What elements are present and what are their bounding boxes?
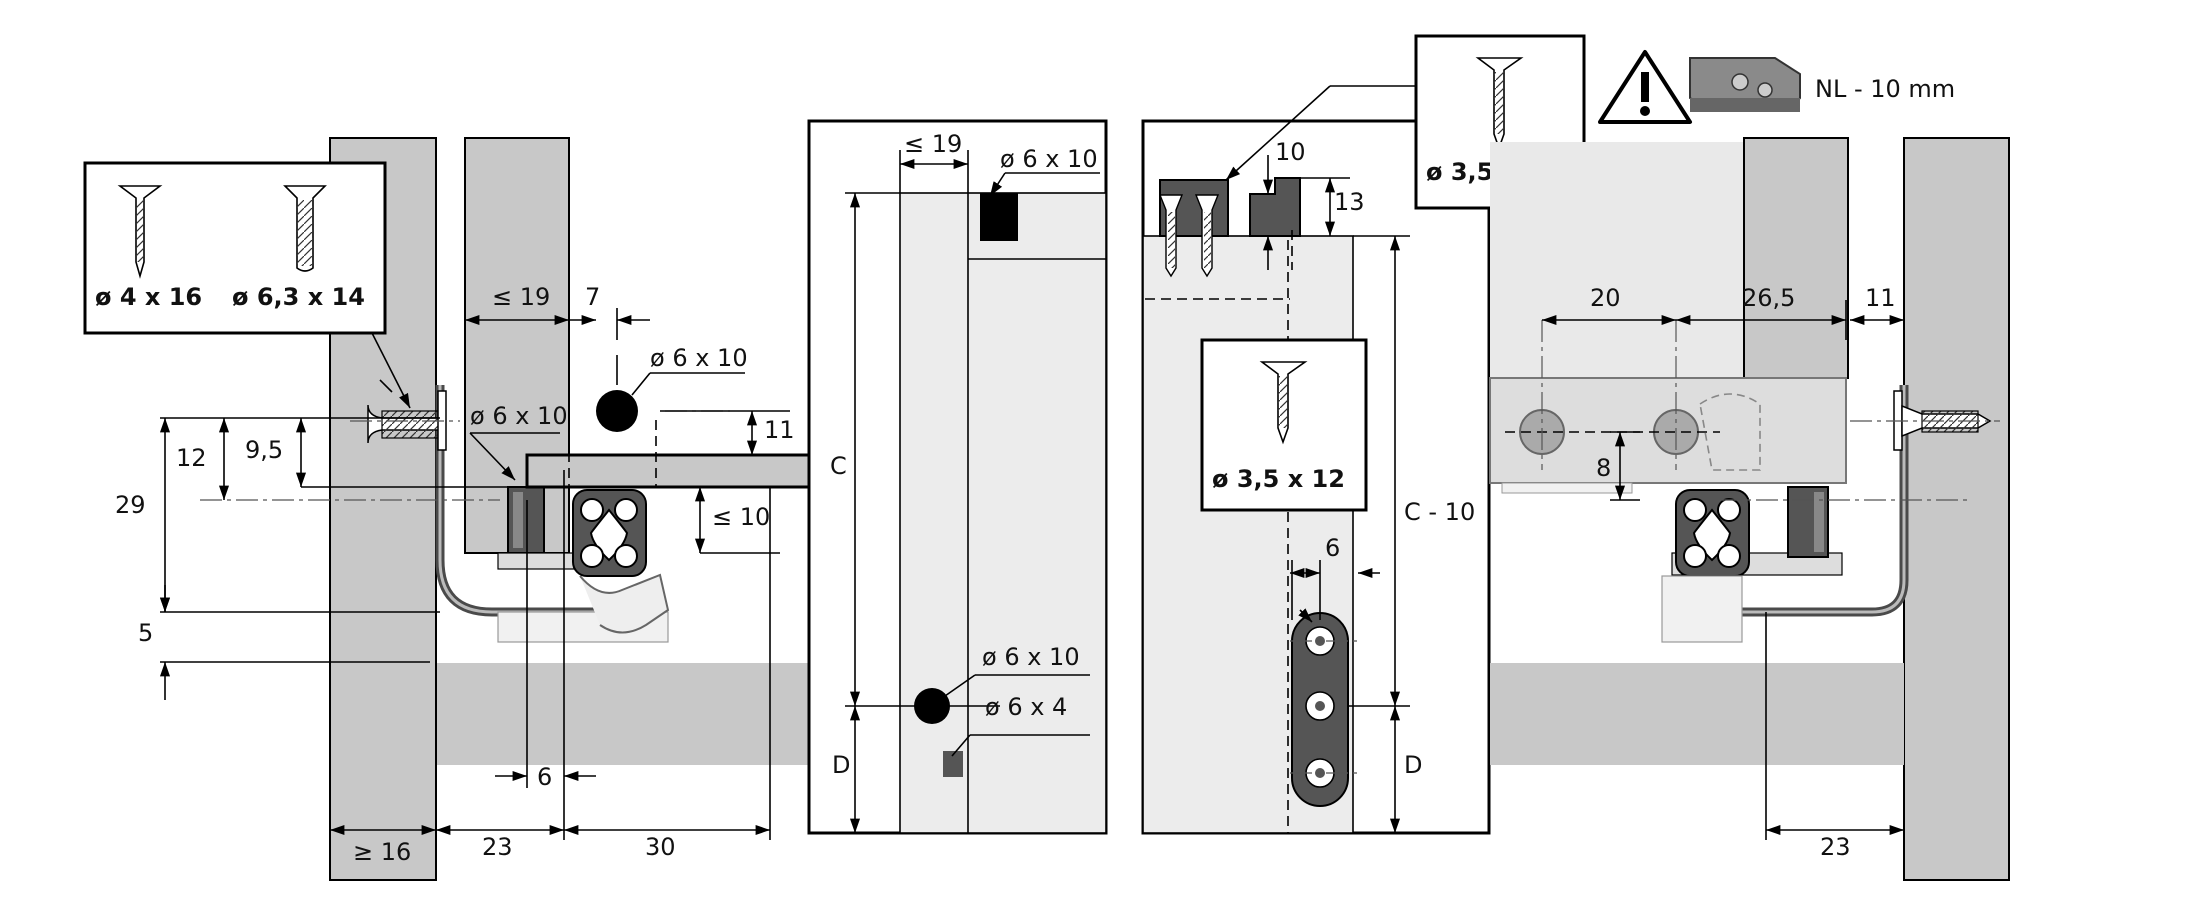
warning-group: NL - 10 mm [1598,50,1955,124]
countersunk-screw-20-icon [1475,57,1524,151]
fixing-bracket-icon [1158,177,1301,278]
wood-screw-left-icon [367,390,447,451]
warning-label: NL - 10 mm [1815,75,1955,103]
hole-label-lower-front: ø 6 x 10 [982,643,1080,671]
drill-hole-6x10-left [596,390,638,432]
drawer-bottom-right [1490,663,1904,765]
dim-8: 8 [1596,454,1611,482]
dim-7: 7 [585,283,600,311]
countersunk-screw-12-icon [1259,361,1308,445]
screw-spec-4x16: ø 4 x 16 [95,283,202,311]
drawer-bottom-left [437,663,809,765]
dim-C-front: C [830,452,847,480]
dim-5: 5 [138,619,153,647]
drawer-side-panel-right [1743,137,1849,379]
euro-screw-icon [283,185,327,272]
dim-6-left: 6 [537,763,552,791]
dim-9-5: 9,5 [245,436,283,464]
dim-max19-front: ≤ 19 [904,130,962,158]
hole-label-top-front: ø 6 x 10 [1000,145,1098,173]
left-dimensions: ≤ 19 7 ø 6 x 10 ø 6 x 10 11 ≤ 10 12 9,5 … [115,283,795,866]
drawer-front-board-left [525,453,811,489]
countersunk-screw-icon [117,185,163,279]
dim-D-side: D [1404,751,1422,779]
front-panel-inner [899,192,1107,834]
right-section-view [1489,137,2010,881]
screw-callout-box-1: ø 4 x 16 ø 6,3 x 14 [83,161,411,409]
left-section-view [200,137,811,881]
dim-min16: ≥ 16 [353,838,411,866]
hole-label-lower-left: ø 6 x 10 [470,402,568,430]
right-dimensions: 20 26,5 11 8 23 [1542,284,1904,861]
dim-20: 20 [1590,284,1621,312]
dim-12: 12 [176,444,207,472]
dim-11-left: 11 [764,416,795,444]
dim-6-side: 6 [1325,534,1340,562]
dim-max19-left: ≤ 19 [492,283,550,311]
cabinet-side-panel-right [1903,137,2010,881]
dim-D-front: D [832,751,850,779]
dim-23-left: 23 [482,833,513,861]
dim-C-minus-10: C - 10 [1404,498,1475,526]
dim-max10: ≤ 10 [712,503,770,531]
side-panel-inner [1142,235,1354,834]
fixing-plate-icon [1291,612,1349,807]
runner-roller-right-icon [1675,489,1750,577]
dim-10-side: 10 [1275,138,1306,166]
screw-callout-box-4: ø 3,5 x 12 [1200,338,1368,512]
screw-spec-3-5x12: ø 3,5 x 12 [1212,465,1345,493]
locking-clip-icon [1689,57,1801,112]
dim-26-5: 26,5 [1742,284,1795,312]
dim-13: 13 [1334,188,1365,216]
dim-11-right: 11 [1865,284,1896,312]
hole-label-upper-left: ø 6 x 10 [650,344,748,372]
hole-label-small-front: ø 6 x 4 [985,693,1067,721]
dim-29: 29 [115,491,146,519]
dim-30: 30 [645,833,676,861]
warning-triangle-icon [1598,50,1692,124]
front-panel-view: ≤ 19 ø 6 x 10 C D ø 6 x 10 ø 6 x 4 [807,119,1108,835]
drill-hole-6x4-front [943,751,963,777]
runner-roller-icon [572,489,647,577]
top-hole-6x10 [980,193,1018,241]
screw-spec-6-3x14: ø 6,3 x 14 [232,283,365,311]
dim-23-right: 23 [1820,833,1851,861]
